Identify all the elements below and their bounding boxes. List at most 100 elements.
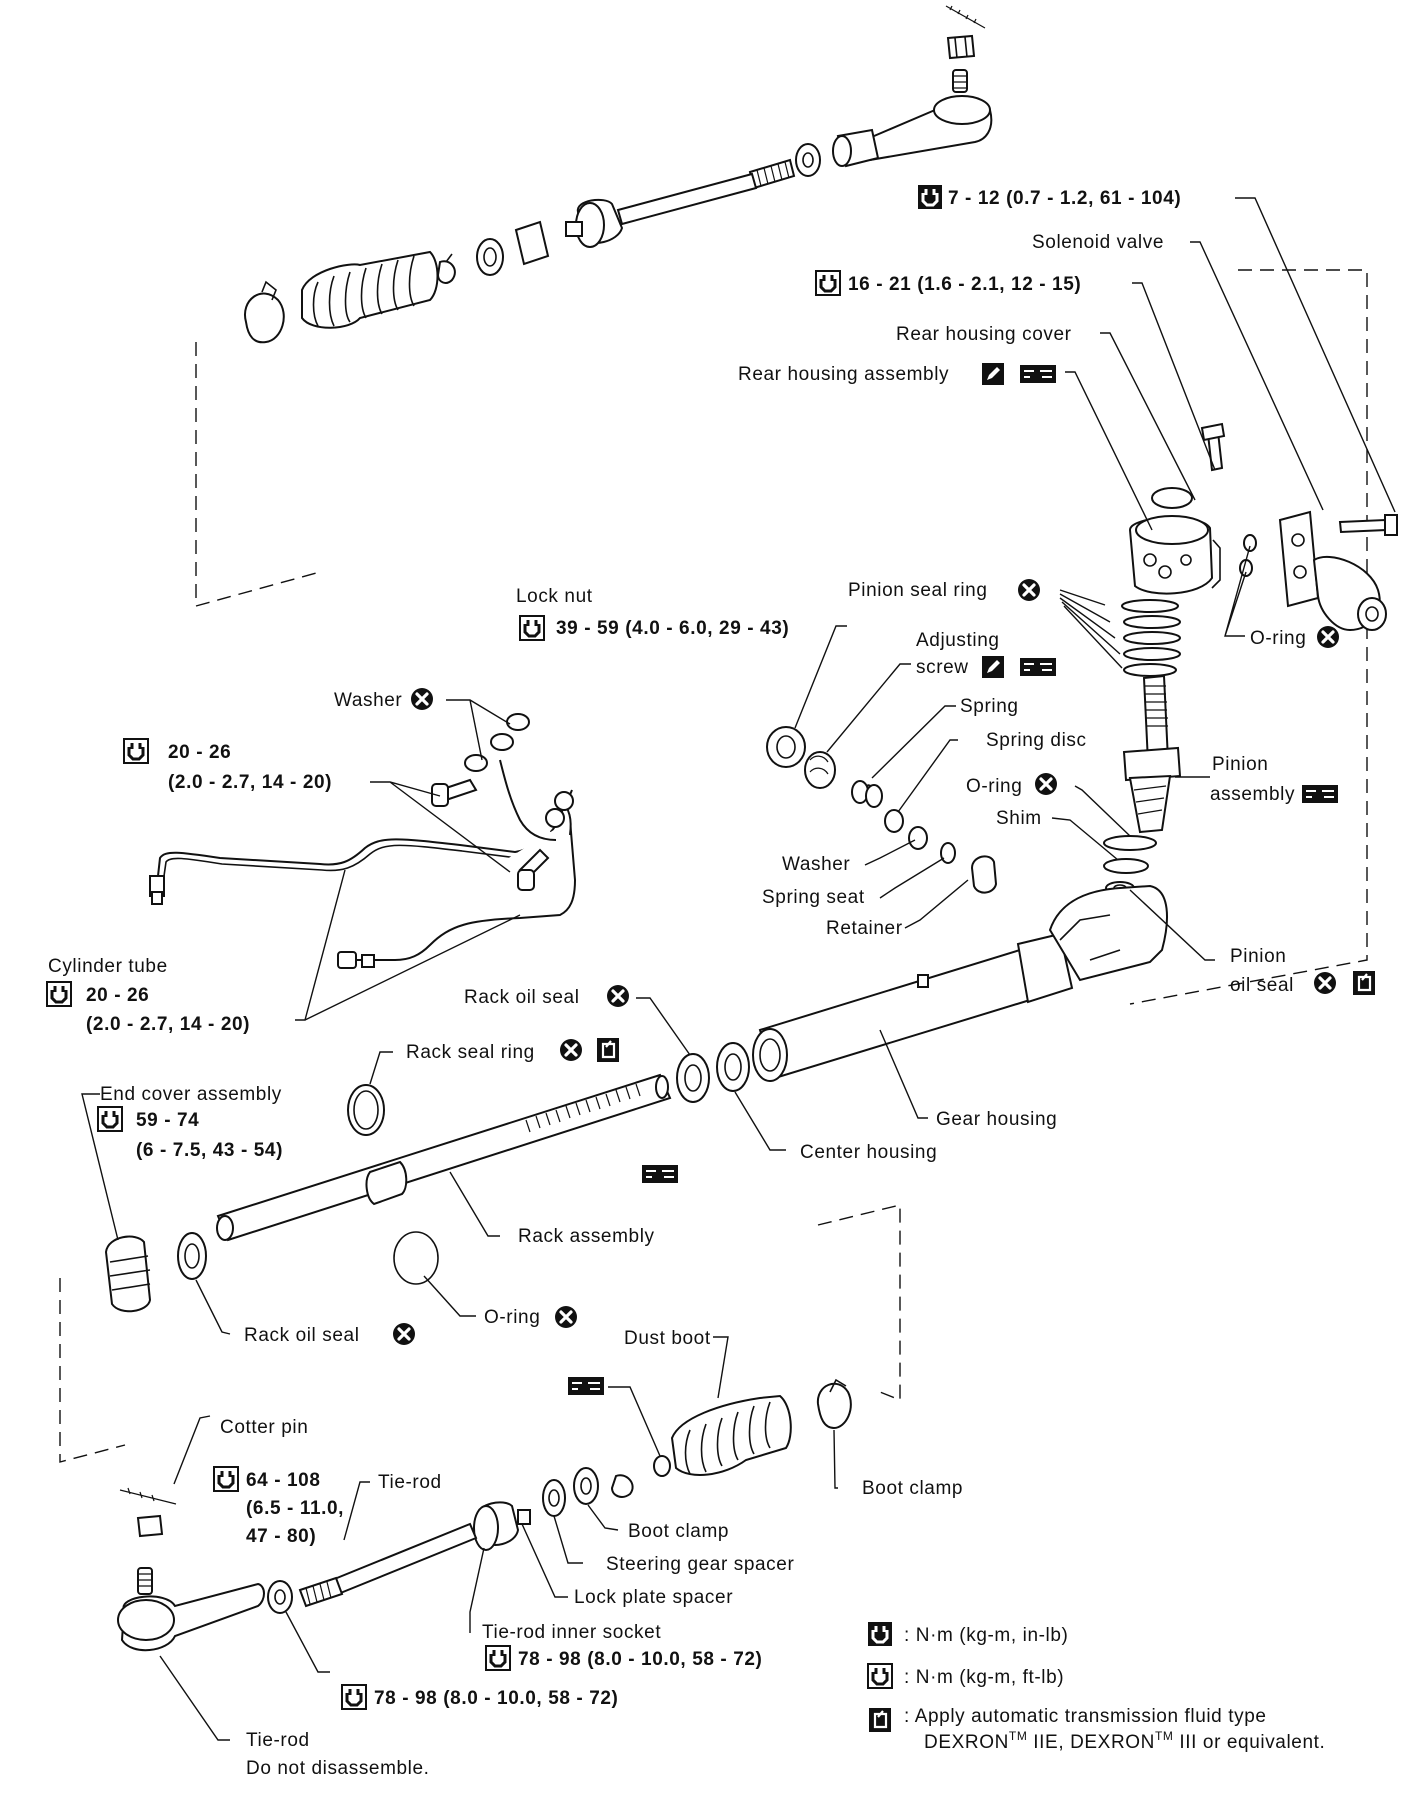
- gear-housing-group: [752, 884, 1168, 1082]
- torque-ball-1: 64 - 108: [246, 1470, 321, 1491]
- label-spring-seat: Spring seat: [762, 887, 865, 908]
- torque-rear-housing: 16 - 21 (1.6 - 2.1, 12 - 15): [848, 274, 1081, 295]
- torque-end-2: (6 - 7.5, 43 - 54): [136, 1140, 283, 1161]
- label-boot-clamp-right: Boot clamp: [862, 1478, 963, 1499]
- torque-solenoid-bolt: 7 - 12 (0.7 - 1.2, 61 - 104): [948, 188, 1181, 209]
- torque-lock-nut: 39 - 59 (4.0 - 6.0, 29 - 43): [556, 618, 789, 639]
- label-washer-tube: Washer: [334, 690, 402, 711]
- label-tie-rod-upper: Tie-rod: [378, 1472, 442, 1493]
- label-spring-disc: Spring disc: [986, 730, 1087, 751]
- torque-end-1: 59 - 74: [136, 1110, 199, 1131]
- legend-wrench-ft-lb-icon: [866, 1662, 894, 1690]
- legend-nm-ft-lb: : N·m (kg-m, ft-lb): [904, 1667, 1064, 1688]
- wrench-ft-lb-icon: [518, 614, 546, 642]
- label-pinion-assembly-1: Pinion: [1212, 754, 1268, 775]
- label-rack-oil-seal-upper: Rack oil seal: [464, 987, 580, 1008]
- label-cotter-pin: Cotter pin: [220, 1417, 308, 1438]
- x-circle-icon: [1016, 577, 1042, 603]
- x-circle-icon: [391, 1321, 417, 1347]
- torque-lock-tie: 78 - 98 (8.0 - 10.0, 58 - 72): [374, 1688, 618, 1709]
- legend-wrench-in-lb-icon: [866, 1620, 894, 1648]
- pencil-sealant-icon: [982, 656, 1004, 678]
- wrench-ft-lb-icon: [340, 1683, 368, 1711]
- label-spring: Spring: [960, 696, 1019, 717]
- label-center-housing: Center housing: [800, 1142, 937, 1163]
- label-rear-housing-cover: Rear housing cover: [896, 324, 1072, 345]
- wrench-ft-lb-icon: [96, 1105, 124, 1133]
- wrench-ft-lb-icon: [45, 980, 73, 1008]
- label-shim: Shim: [996, 808, 1042, 829]
- x-circle-icon: [553, 1304, 579, 1330]
- label-pinion-oil-seal-2: oil seal: [1230, 975, 1294, 996]
- label-tie-rod-inner-socket: Tie-rod inner socket: [482, 1622, 661, 1643]
- wrench-ft-lb-icon: [212, 1465, 240, 1493]
- label-pinion-seal-ring: Pinion seal ring: [848, 580, 988, 601]
- label-o-ring-pinion: O-ring: [966, 776, 1022, 797]
- atf-fluid-icon: [595, 1036, 621, 1064]
- wrench-ft-lb-icon: [814, 269, 842, 297]
- lower-tie-rod-group: [117, 1378, 852, 1652]
- wrench-in-lb-icon: [916, 183, 944, 211]
- torque-tube-2: (2.0 - 2.7, 14 - 20): [168, 772, 332, 793]
- torque-inner-socket: 78 - 98 (8.0 - 10.0, 58 - 72): [518, 1649, 762, 1670]
- rear-housing-group: [1103, 422, 1398, 895]
- legend: : N·m (kg-m, in-lb) : N·m (kg-m, ft-lb) …: [904, 1625, 1325, 1753]
- label-adjusting-screw-1: Adjusting: [916, 630, 1000, 651]
- torque-cyl-1: 20 - 26: [86, 985, 149, 1006]
- rack-group: [104, 1042, 750, 1313]
- legend-atf-fluid-icon: [867, 1706, 893, 1734]
- torque-ball-3: 47 - 80): [246, 1526, 316, 1547]
- label-solenoid-valve: Solenoid valve: [1032, 232, 1164, 253]
- x-circle-icon: [409, 686, 435, 712]
- label-tie-rod-lower-1: Tie-rod: [246, 1730, 310, 1751]
- label-steering-gear-spacer: Steering gear spacer: [606, 1554, 794, 1575]
- label-o-ring-right: O-ring: [1250, 628, 1306, 649]
- pencil-sealant-icon: [982, 363, 1004, 385]
- legend-nm-in-lb: : N·m (kg-m, in-lb): [904, 1625, 1068, 1646]
- cylinder-tube-group: [149, 713, 577, 969]
- x-circle-icon: [558, 1037, 584, 1063]
- torque-cyl-2: (2.0 - 2.7, 14 - 20): [86, 1014, 250, 1035]
- x-circle-icon: [1312, 970, 1338, 996]
- grease-icon: [641, 1164, 679, 1184]
- label-gear-housing: Gear housing: [936, 1109, 1057, 1130]
- label-adjusting-screw-2: screw: [916, 657, 969, 678]
- label-pinion-assembly-2: assembly: [1210, 784, 1295, 805]
- wrench-ft-lb-icon: [484, 1644, 512, 1672]
- label-lock-plate-spacer: Lock plate spacer: [574, 1587, 733, 1608]
- label-tie-rod-lower-2: Do not disassemble.: [246, 1758, 430, 1779]
- grease-icon: [567, 1376, 605, 1396]
- label-rack-seal-ring: Rack seal ring: [406, 1042, 535, 1063]
- label-rack-oil-seal-lower: Rack oil seal: [244, 1325, 360, 1346]
- frame-top-left: [195, 342, 321, 607]
- legend-fluid-1: : Apply automatic transmission fluid typ…: [904, 1706, 1267, 1727]
- frame-lower-left: [59, 1278, 126, 1463]
- wrench-ft-lb-icon: [122, 737, 150, 765]
- torque-tube-1: 20 - 26: [168, 742, 231, 763]
- adjusting-screw-group: [766, 726, 998, 894]
- label-o-ring-lower: O-ring: [484, 1307, 540, 1328]
- label-washer-mid: Washer: [782, 854, 850, 875]
- grease-icon: [1301, 784, 1339, 804]
- labels: 7 - 12 (0.7 - 1.2, 61 - 104) Solenoid va…: [48, 188, 1306, 1779]
- legend-fluid-2: DEXRONTM IIE, DEXRONTM III or equivalent…: [924, 1729, 1325, 1753]
- label-retainer: Retainer: [826, 918, 903, 939]
- leader-lines: [81, 197, 1396, 1741]
- label-boot-clamp-small: Boot clamp: [628, 1521, 729, 1542]
- x-circle-icon: [1315, 624, 1341, 650]
- atf-fluid-icon: [1351, 969, 1377, 997]
- label-dust-boot: Dust boot: [624, 1328, 711, 1349]
- label-rack-assembly: Rack assembly: [518, 1226, 655, 1247]
- grease-icon: [1019, 657, 1057, 677]
- label-rear-housing-assembly: Rear housing assembly: [738, 364, 949, 385]
- torque-ball-2: (6.5 - 11.0,: [246, 1498, 344, 1519]
- label-pinion-oil-seal-1: Pinion: [1230, 946, 1286, 967]
- frame-lower-right: [817, 1204, 901, 1402]
- label-lock-nut: Lock nut: [516, 586, 593, 607]
- label-end-cover-assembly: End cover assembly: [100, 1084, 282, 1105]
- upper-tie-rod-group: [243, 5, 993, 344]
- label-cylinder-tube: Cylinder tube: [48, 956, 168, 977]
- x-circle-icon: [1033, 771, 1059, 797]
- x-circle-icon: [605, 983, 631, 1009]
